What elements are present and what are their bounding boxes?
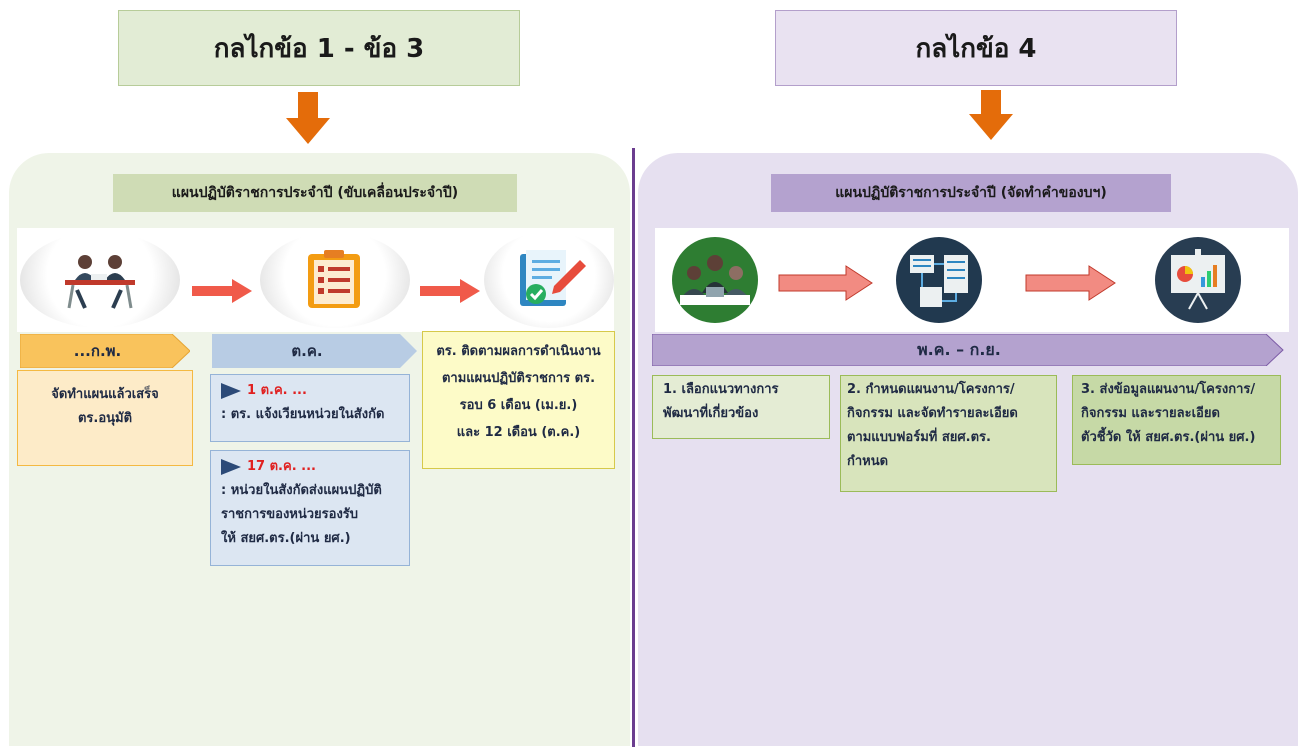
step-2-line-4: กำหนด — [847, 454, 889, 469]
header-left-label: กลไกข้อ 1 - ข้อ 3 — [213, 33, 425, 64]
oct-17-box: 17 ต.ค. ... : หน่วยในสังกัดส่งแผนปฏิบัติ… — [210, 450, 410, 566]
bullet-triangle-icon — [221, 458, 241, 475]
step-3-box: 3. ส่งข้อมูลแผนงาน/โครงการ/ กิจกรรม และร… — [1072, 375, 1281, 465]
monitoring-line-3: รอบ 6 เดือน (เม.ย.) — [459, 398, 578, 413]
oct-17-line-1: : หน่วยในสังกัดส่งแผนปฏิบัติ — [221, 483, 382, 498]
right-panel-title-text: แผนปฏิบัติราชการประจำปี (จัดทำคำของบฯ) — [835, 185, 1107, 201]
step-1-line-2: พัฒนาที่เกี่ยวข้อง — [663, 406, 759, 421]
step-2-line-2: กิจกรรม และจัดทำรายละเอียด — [847, 406, 1018, 421]
right-panel-title: แผนปฏิบัติราชการประจำปี (จัดทำคำของบฯ) — [771, 174, 1171, 212]
team-meeting-icon — [680, 255, 750, 305]
plan-approved-line-1: จัดทำแผนแล้วเสร็จ — [51, 387, 159, 402]
timeline-label: พ.ค. – ก.ย. — [917, 339, 1001, 359]
presentation-icon — [1171, 249, 1225, 310]
oct-17-date: 17 ต.ค. ... — [247, 459, 316, 474]
center-divider — [632, 148, 635, 747]
oct-17-line-2: ราชการของหน่วยรองรับ — [221, 507, 359, 522]
plan-approved-line-2: ตร.อนุมัติ — [77, 411, 133, 426]
step-tab-oct — [212, 334, 417, 368]
monitoring-line-4: และ 12 เดือน (ต.ค.) — [456, 425, 581, 440]
step-3-line-1: 3. ส่งข้อมูลแผนงาน/โครงการ/ — [1081, 382, 1256, 397]
oct-17-line-3: ให้ สยศ.ตร.(ผ่าน ยศ.) — [221, 531, 351, 546]
right-arrow-4-icon — [1025, 265, 1116, 301]
down-arrow-left-icon — [286, 92, 330, 144]
clipboard-icon — [308, 250, 360, 308]
timeline-bar — [652, 334, 1284, 366]
flowchart-icon — [910, 255, 968, 307]
header-right-label: กลไกข้อ 4 — [915, 33, 1037, 64]
step-1-box: 1. เลือกแนวทางการ พัฒนาที่เกี่ยวข้อง — [652, 375, 830, 439]
step-3-line-3: ตัวชี้วัด ให้ สยศ.ตร.(ผ่าน ยศ.) — [1081, 430, 1256, 445]
oct-1-line-1: : ตร. แจ้งเวียนหน่วยในสังกัด — [221, 407, 385, 422]
oct-1-box: 1 ต.ค. ... : ตร. แจ้งเวียนหน่วยในสังกัด — [210, 374, 410, 442]
oct-1-date: 1 ต.ค. ... — [247, 383, 307, 398]
monitoring-line-1: ตร. ติดตามผลการดำเนินงาน — [436, 344, 601, 359]
header-right: กลไกข้อ 4 — [775, 10, 1177, 86]
team-meeting-icon-bg — [672, 237, 758, 323]
meeting-icon — [65, 255, 135, 309]
document-check-icon — [520, 250, 586, 306]
right-arrow-3-icon — [778, 265, 873, 301]
bullet-triangle-icon — [221, 382, 241, 399]
step-tab-oct-label: ต.ค. — [291, 342, 323, 360]
step-2-line-3: ตามแบบฟอร์มที่ สยศ.ตร. — [847, 430, 991, 445]
step-2-line-1: 2. กำหนดแผนงาน/โครงการ/ — [847, 382, 1015, 397]
down-arrow-right-icon — [969, 90, 1013, 140]
step-tab-feb — [20, 334, 190, 368]
monitoring-box: ตร. ติดตามผลการดำเนินงาน ตามแผนปฏิบัติรา… — [422, 331, 615, 469]
right-arrow-1-icon — [192, 279, 252, 303]
left-panel-title-text: แผนปฏิบัติราชการประจำปี (ขับเคลื่อนประจำ… — [171, 185, 459, 201]
step-1-line-1: 1. เลือกแนวทางการ — [663, 382, 779, 397]
plan-approved-box: จัดทำแผนแล้วเสร็จ ตร.อนุมัติ — [17, 370, 193, 466]
step-3-line-2: กิจกรรม และรายละเอียด — [1081, 406, 1220, 421]
step-tab-feb-label: ...ก.พ. — [73, 342, 122, 360]
left-panel-title: แผนปฏิบัติราชการประจำปี (ขับเคลื่อนประจำ… — [113, 174, 517, 212]
monitoring-line-2: ตามแผนปฏิบัติราชการ ตร. — [441, 371, 596, 386]
step-2-box: 2. กำหนดแผนงาน/โครงการ/ กิจกรรม และจัดทำ… — [840, 375, 1057, 492]
right-arrow-2-icon — [420, 279, 480, 303]
header-left: กลไกข้อ 1 - ข้อ 3 — [118, 10, 520, 86]
